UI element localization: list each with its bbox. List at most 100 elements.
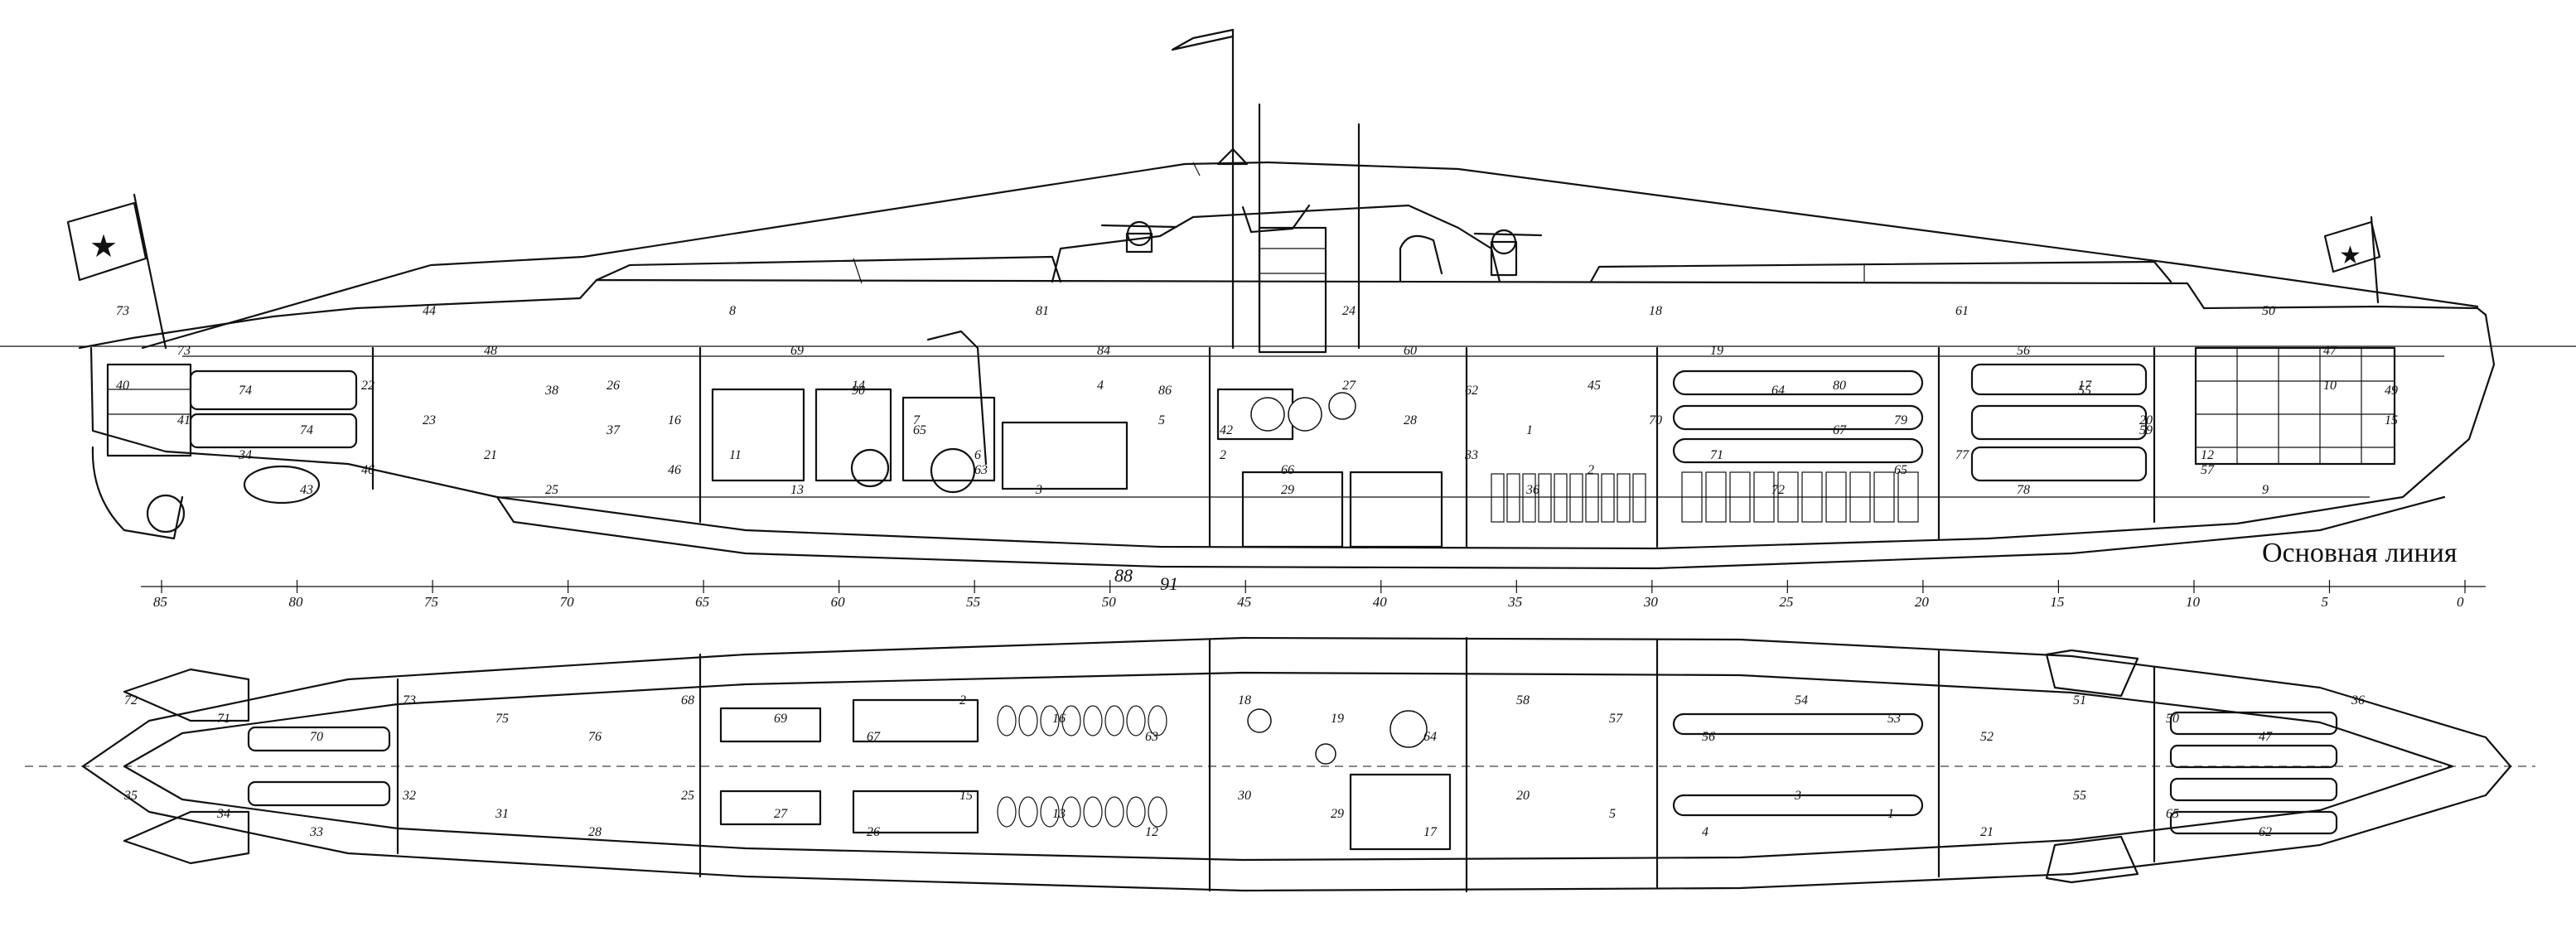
battery-fore [1491, 473, 1646, 523]
callout-number: 47 [2323, 344, 2337, 358]
bow-hydroplane-bottom [2045, 835, 2139, 884]
callout-number: 71 [217, 712, 230, 726]
scale-label: 65 [695, 594, 709, 610]
scale-label: 85 [153, 594, 167, 610]
callout-number: 49 [2385, 384, 2398, 398]
callout-number: 5 [1158, 413, 1165, 427]
callout-number: 42 [1220, 423, 1233, 437]
callout-number: 57 [2201, 463, 2215, 477]
callout-number: 53 [1887, 712, 1901, 726]
callout-number: 16 [668, 413, 681, 427]
scale-label: 55 [966, 594, 980, 610]
callout-number: 69 [774, 712, 787, 726]
callout-number: 16 [1052, 712, 1066, 726]
callout-number: 46 [361, 463, 375, 477]
callout-number: 25 [681, 789, 694, 803]
scale-extra-label: 91 [1160, 573, 1178, 594]
plan-hull-outline [81, 636, 2512, 892]
callout-number: 4 [1702, 825, 1708, 839]
callout-number: 24 [1342, 304, 1356, 318]
callout-number: 36 [1525, 483, 1539, 497]
callout-number: 11 [729, 448, 742, 462]
callout-number: 13 [790, 483, 804, 497]
callout-number: 20 [2139, 413, 2153, 427]
callout-number: 73 [403, 693, 416, 707]
callout-number: 2 [1588, 463, 1594, 477]
callout-number: 73 [177, 344, 191, 358]
scale-label: 5 [2321, 594, 2328, 610]
control-room [1216, 388, 1443, 548]
callout-number: 27 [774, 807, 788, 821]
callout-number: 64 [1423, 730, 1437, 744]
callout-number: 76 [588, 730, 602, 744]
callout-number: 29 [1331, 807, 1344, 821]
stern-flag-star: ★ [89, 229, 118, 264]
callout-number: 36 [2351, 693, 2365, 707]
callout-number: 79 [1894, 413, 1907, 427]
callout-number: 74 [239, 384, 252, 398]
callout-number: 46 [668, 463, 681, 477]
callout-number: 67 [867, 730, 881, 744]
scale-label: 20 [1915, 594, 1930, 610]
callout-number: 2 [959, 693, 966, 707]
callout-number: 55 [2078, 384, 2091, 398]
callout-number: 86 [1158, 384, 1172, 398]
callout-number: 12 [2201, 448, 2214, 462]
callout-number: 80 [1833, 379, 1846, 393]
callout-number: 52 [1980, 730, 1994, 744]
stern-hydroplane-top [123, 668, 250, 722]
callout-number: 28 [588, 825, 602, 839]
keel [495, 495, 2446, 570]
callout-number: 14 [852, 379, 865, 393]
fore-torpedo-tubes [1970, 346, 2396, 482]
callout-number: 21 [484, 448, 497, 462]
conning-tower [1051, 204, 1501, 283]
callout-number: 3 [1794, 789, 1801, 803]
callout-number: 81 [1036, 304, 1049, 318]
callout-number: 17 [1423, 825, 1438, 839]
callout-number: 22 [361, 379, 375, 393]
callout-number: 71 [1710, 448, 1723, 462]
callout-number: 26 [867, 825, 880, 839]
plan-view: 7271707375766869672166318196458575654535… [25, 636, 2535, 893]
callout-number: 50 [2262, 304, 2275, 318]
callout-number: 69 [790, 344, 804, 358]
callout-number: 34 [216, 807, 230, 821]
reload-torpedoes [1672, 369, 1924, 464]
scale-label: 70 [560, 594, 575, 610]
pennant [1171, 28, 1235, 51]
scale-label: 40 [1373, 594, 1388, 610]
bulkheads [371, 346, 2156, 548]
callout-number: 33 [309, 825, 323, 839]
callout-number: 51 [2073, 693, 2086, 707]
callout-number: 63 [1145, 730, 1158, 744]
plan-callouts: 7271707375766869672166318196458575654535… [123, 693, 2365, 839]
callout-number: 72 [124, 693, 138, 707]
deck-casing [78, 278, 2487, 350]
callout-number: 34 [238, 448, 252, 462]
callout-number: 67 [1833, 423, 1847, 437]
callout-number: 47 [2259, 730, 2273, 744]
callout-number: 62 [2259, 825, 2272, 839]
callout-number: 63 [974, 463, 988, 477]
callout-number: 65 [2166, 807, 2179, 821]
callout-number: 17 [2078, 379, 2092, 393]
callout-number: 10 [2323, 379, 2337, 393]
rudder [91, 446, 184, 540]
callout-number: 84 [1097, 344, 1110, 358]
callout-number: 65 [913, 423, 926, 437]
scale-label: 50 [1102, 594, 1117, 610]
callout-number: 61 [1955, 304, 1969, 318]
callout-number: 74 [300, 423, 313, 437]
callout-number: 28 [1404, 413, 1417, 427]
callout-number: 1 [1526, 423, 1533, 437]
callout-number: 56 [1702, 730, 1715, 744]
aft-torpedo-tubes [106, 363, 358, 457]
callout-number: 32 [402, 789, 416, 803]
callout-number: 6 [974, 448, 981, 462]
callout-number: 45 [1588, 379, 1601, 393]
callout-number: 8 [729, 304, 736, 318]
